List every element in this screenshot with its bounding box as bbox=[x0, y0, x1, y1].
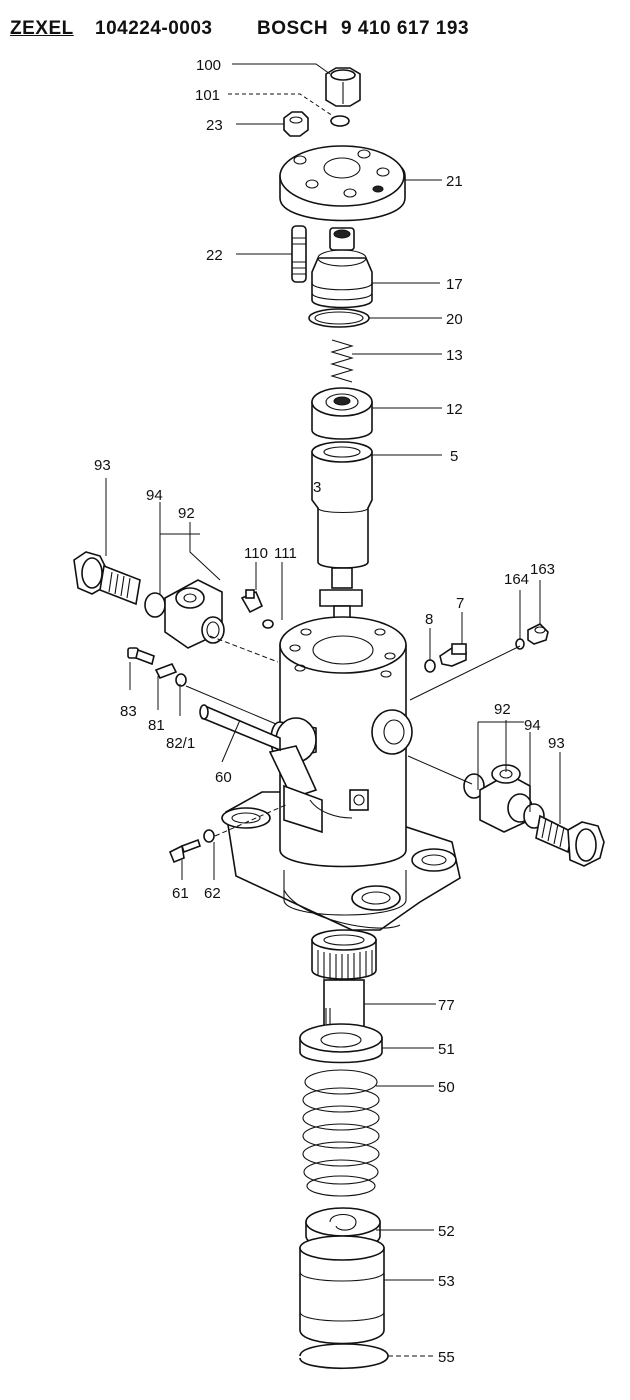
part-bleed-washer bbox=[262, 619, 274, 629]
part-washer-62 bbox=[203, 829, 215, 843]
label-8: 8 bbox=[425, 611, 433, 628]
part-plunger-spring bbox=[302, 1069, 380, 1197]
label-61: 61 bbox=[172, 885, 189, 902]
part-bleed-screw bbox=[240, 589, 264, 614]
label-94-left: 94 bbox=[146, 487, 163, 504]
label-52: 52 bbox=[438, 1223, 455, 1240]
label-13: 13 bbox=[446, 347, 463, 364]
label-111: 111 bbox=[274, 545, 297, 562]
leader-lines bbox=[105, 63, 561, 1357]
label-94-right: 94 bbox=[524, 717, 541, 734]
label-21: 21 bbox=[446, 173, 463, 190]
brand-bosch: BOSCH bbox=[257, 18, 329, 39]
label-55: 55 bbox=[438, 1349, 455, 1366]
part-screw-83 bbox=[127, 647, 155, 666]
part-spring-seat-upper bbox=[299, 1023, 383, 1064]
part-seal-ring-right-outer bbox=[463, 773, 485, 799]
part-valve-holder bbox=[311, 227, 373, 309]
label-100: 100 bbox=[196, 57, 221, 74]
label-50: 50 bbox=[438, 1079, 455, 1096]
part-banjo-bolt-right bbox=[535, 814, 605, 867]
part-screw-61 bbox=[168, 838, 202, 864]
part-flange bbox=[279, 145, 406, 222]
label-110: 110 bbox=[244, 545, 268, 562]
label-20: 20 bbox=[446, 311, 463, 328]
label-92-left: 92 bbox=[178, 505, 195, 522]
label-12: 12 bbox=[446, 401, 463, 418]
label-5: 5 bbox=[450, 448, 458, 465]
part-seal-ring-left bbox=[144, 592, 166, 618]
label-92-right: 92 bbox=[494, 701, 511, 718]
label-81: 81 bbox=[148, 717, 165, 734]
part-control-rod bbox=[199, 704, 281, 752]
part-control-sleeve bbox=[311, 929, 377, 1029]
label-83: 83 bbox=[120, 703, 137, 720]
label-82-1: 82/1 bbox=[166, 735, 195, 752]
label-51: 51 bbox=[438, 1041, 455, 1058]
part-labels: 100 101 23 21 22 17 20 13 12 5 93 94 92 … bbox=[94, 57, 565, 1366]
part-plunger-barrel: 3 bbox=[311, 441, 373, 637]
label-53: 53 bbox=[438, 1273, 455, 1290]
label-17: 17 bbox=[446, 276, 463, 293]
zexel-part-number: 104224-0003 bbox=[95, 18, 213, 39]
part-banjo-left bbox=[164, 579, 225, 649]
part-tappet bbox=[299, 1235, 385, 1345]
part-valve-seat bbox=[311, 387, 373, 440]
brand-zexel: ZEXEL bbox=[10, 18, 74, 39]
part-small-spring bbox=[330, 339, 354, 383]
label-164: 164 bbox=[504, 571, 529, 588]
label-22: 22 bbox=[206, 247, 223, 264]
part-banjo-right bbox=[479, 764, 533, 833]
part-plug-163 bbox=[527, 623, 549, 645]
diagram-header: ZEXEL 104224-0003 BOSCH 9 410 617 193 bbox=[10, 18, 620, 46]
label-60: 60 bbox=[215, 769, 232, 786]
label-93-left: 93 bbox=[94, 457, 111, 474]
label-7: 7 bbox=[456, 595, 464, 612]
label-62: 62 bbox=[204, 885, 221, 902]
part-washer-8 bbox=[424, 659, 436, 673]
bosch-part-number: 9 410 617 193 bbox=[341, 18, 470, 39]
label-77: 77 bbox=[438, 997, 455, 1014]
part-pump-housing bbox=[221, 616, 461, 931]
part-washer bbox=[330, 115, 350, 127]
label-163: 163 bbox=[530, 561, 555, 578]
part-screw-7 bbox=[439, 643, 467, 667]
part-small-nut bbox=[283, 111, 309, 137]
label-101: 101 bbox=[195, 87, 220, 104]
part-cap-nut bbox=[325, 67, 361, 107]
part-banjo-bolt-left bbox=[73, 551, 141, 606]
label-23: 23 bbox=[206, 117, 223, 134]
part-lever-81 bbox=[154, 662, 178, 680]
svg-text:3: 3 bbox=[313, 479, 321, 496]
part-snap-ring bbox=[299, 1343, 389, 1370]
label-93-right: 93 bbox=[548, 735, 565, 752]
part-stud bbox=[291, 225, 307, 283]
part-washer-82 bbox=[175, 673, 187, 687]
